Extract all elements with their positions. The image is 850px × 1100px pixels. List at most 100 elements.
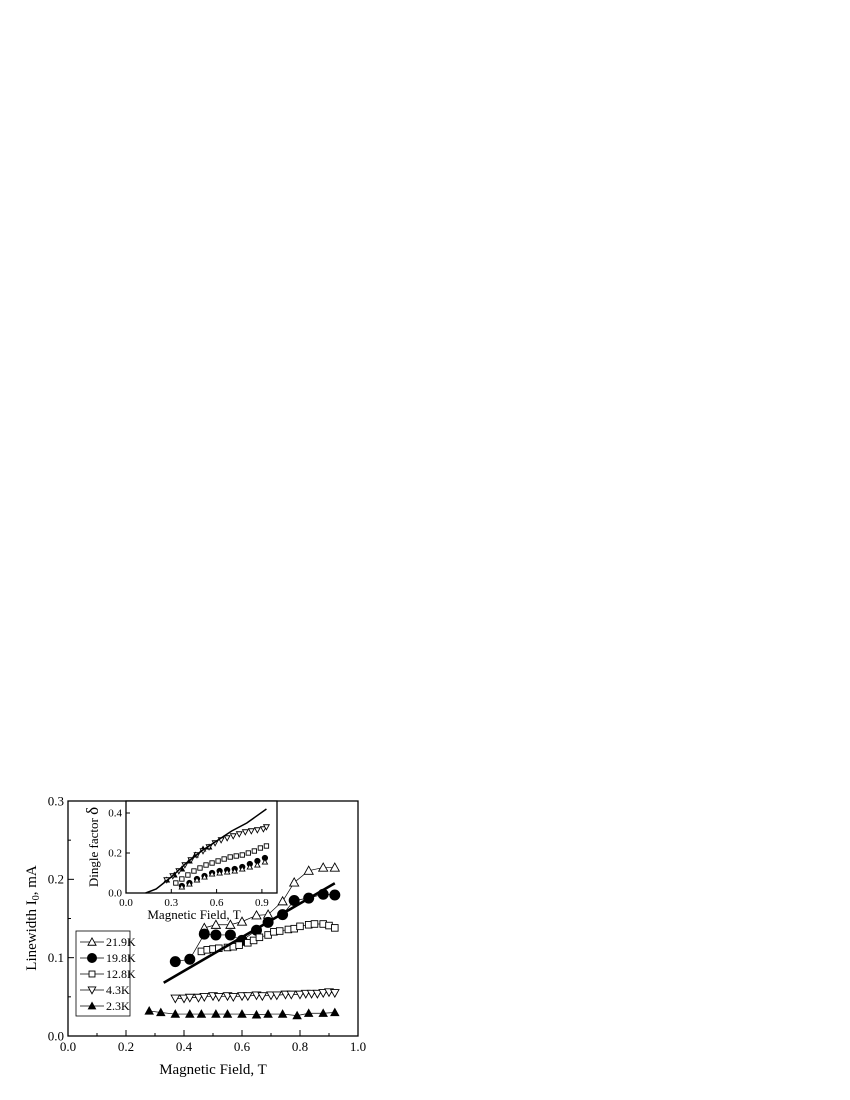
data-point-21.9K [317, 862, 329, 872]
inset-data-point [191, 868, 197, 874]
main-x-tick-label: 0.4 [176, 1039, 193, 1054]
inset-x-tick-label: 0.3 [164, 897, 178, 909]
data-point-19.8K [169, 956, 181, 968]
data-point-4.3K [318, 989, 329, 999]
inset-y-tick-label: 0.4 [108, 808, 122, 820]
inset-data-point [215, 858, 221, 864]
inset-data-point [235, 831, 243, 838]
data-point-4.3K [242, 992, 253, 1002]
legend-label: 19.8K [106, 951, 136, 965]
inset-x-tick-label: 0.9 [255, 897, 269, 909]
data-point-21.9K [303, 865, 314, 875]
inset-data-point [227, 854, 233, 860]
data-point-2.3K [211, 1009, 221, 1018]
data-point-2.3K [237, 1009, 247, 1018]
inset-data-point [245, 850, 251, 856]
data-point-12.8K [275, 927, 284, 935]
data-point-4.3K [271, 991, 282, 1001]
legend-label: 2.3K [106, 999, 130, 1013]
data-point-2.3K [330, 1007, 340, 1017]
data-point-2.3K [292, 1010, 302, 1020]
inset-data-point [233, 853, 239, 859]
data-point-4.3K [228, 993, 239, 1002]
inset-data-point [201, 873, 208, 880]
data-point-19.8K [224, 929, 236, 941]
main-x-tick-label: 0.6 [234, 1039, 251, 1054]
fit-line [163, 882, 336, 984]
data-point-4.3K [184, 993, 195, 1003]
data-point-4.3K [295, 990, 305, 1000]
data-point-4.3K [286, 990, 297, 1000]
data-point-2.3K [196, 1009, 207, 1018]
data-point-12.8K [296, 922, 304, 931]
inset-data-point [178, 883, 186, 890]
main-y-tick-label: 0.2 [48, 872, 64, 887]
data-point-4.3K [199, 993, 210, 1002]
data-point-4.3K [329, 989, 340, 999]
data-point-2.3K [144, 1006, 154, 1015]
legend-box [75, 930, 131, 1017]
inset-x-tick-label: 0.6 [210, 897, 224, 909]
inset-data-point [246, 863, 254, 870]
data-point-21.9K [329, 862, 341, 872]
inset-data-point [208, 870, 216, 877]
inset-x-tick-label: 0.0 [119, 897, 133, 909]
inset-data-point [173, 880, 179, 886]
inset-data-point [179, 876, 185, 882]
data-point-12.8K [255, 933, 264, 942]
data-point-2.3K [156, 1007, 166, 1017]
main-y-tick-label: 0.1 [48, 950, 64, 965]
inset-data-point [216, 869, 223, 876]
data-point-2.3K [170, 1009, 181, 1018]
data-point-21.9K [225, 919, 236, 929]
inset-data-point [197, 865, 203, 871]
inset-data-point [209, 860, 215, 866]
inset-data-point [253, 827, 261, 834]
inset-y-tick-label: 0.0 [108, 888, 122, 900]
data-point-21.9K [251, 909, 262, 920]
inset-data-point [257, 845, 264, 851]
data-point-4.3K [193, 993, 204, 1003]
legend-marker [87, 1001, 97, 1010]
inset-data-point [238, 865, 246, 872]
data-point-4.3K [170, 994, 181, 1004]
inset-plot-frame [125, 800, 278, 894]
data-point-19.8K [184, 953, 196, 965]
data-point-4.3K [213, 993, 224, 1002]
inset-data-point [221, 856, 227, 862]
inset-fit-curve [145, 808, 267, 894]
main-y-tick-label: 0.3 [48, 793, 64, 808]
data-point-4.3K [312, 989, 323, 999]
legend-marker [87, 937, 97, 946]
inset-data-point [261, 858, 269, 865]
data-point-21.9K [288, 877, 300, 887]
inset-data-point [223, 835, 231, 842]
data-point-4.3K [266, 991, 276, 1001]
legend-label: 12.8K [106, 967, 136, 981]
data-point-4.3K [306, 989, 317, 999]
data-point-21.9K [236, 916, 248, 926]
data-point-19.8K [198, 928, 210, 940]
inset-data-point [229, 833, 237, 840]
data-point-2.3K [263, 1009, 273, 1018]
inset-x-axis-label: Magnetic Field, T [147, 907, 240, 922]
inset-data-point [241, 829, 249, 836]
main-x-tick-label: 0.2 [118, 1039, 134, 1054]
inset-data-point [231, 867, 239, 874]
data-point-2.3K [251, 1009, 262, 1019]
main-x-tick-label: 1.0 [350, 1039, 366, 1054]
data-point-12.8K [235, 941, 243, 949]
data-point-4.3K [300, 989, 311, 999]
data-point-21.9K [210, 919, 222, 929]
inset-data-point [186, 880, 193, 887]
inset-y-axis-label: Dingle factor δ [83, 807, 102, 887]
data-point-4.3K [237, 992, 247, 1002]
inset-data-point [259, 826, 267, 833]
data-point-2.3K [185, 1009, 195, 1018]
data-point-2.3K [303, 1008, 314, 1017]
inset-data-point [223, 868, 231, 875]
inset-data-point [254, 861, 261, 868]
inset-data-point [193, 876, 201, 883]
main-y-tick-label: 0.0 [48, 1028, 64, 1043]
